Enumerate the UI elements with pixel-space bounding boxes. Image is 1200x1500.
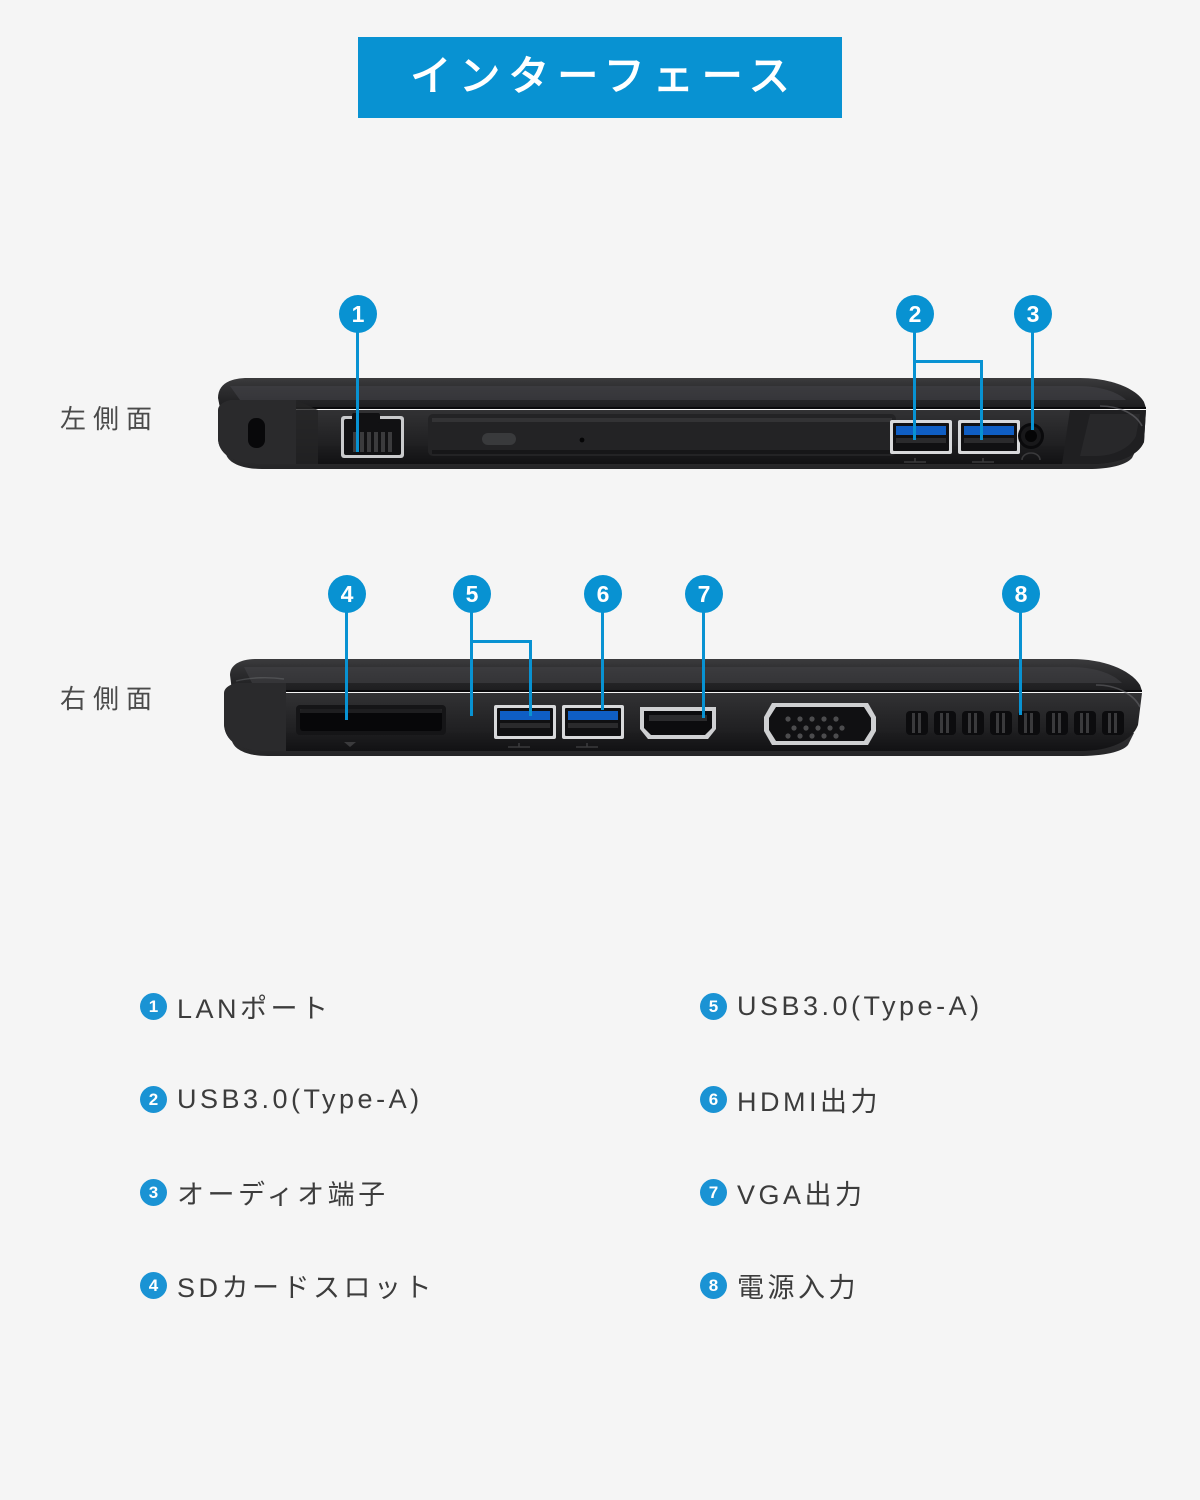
laptop-right-side-illustration: [200, 565, 1160, 765]
laptop-facet-left: [296, 400, 318, 464]
callout-leader-8: [1019, 610, 1022, 715]
legend-item-8: 8 電源入力: [700, 1239, 1200, 1332]
legend-number-8: 8: [700, 1272, 727, 1299]
usb3-port-left-b: [958, 420, 1020, 454]
legend-item-3: 3 オーディオ端子: [140, 1146, 700, 1239]
legend-label-2: USB3.0(Type-A): [177, 1084, 423, 1114]
usb-icon-left-b: [972, 458, 994, 463]
optical-drive: [428, 414, 896, 456]
optical-pinhole: [579, 437, 585, 443]
usb-icon-left-a: [904, 458, 926, 463]
callout-leader-2-branch-b: [980, 360, 983, 440]
legend-number-4: 4: [140, 1272, 167, 1299]
callout-leader-5-branch-b: [529, 640, 532, 716]
page-title: インターフェース: [358, 37, 842, 119]
callout-leader-4: [345, 610, 348, 720]
legend-item-6: 6 HDMI出力: [700, 1053, 1200, 1146]
lan-port: [341, 413, 404, 458]
callout-marker-4[interactable]: 4: [328, 575, 366, 613]
hdmi-port: [640, 707, 716, 739]
ventilation-grille: [906, 711, 1124, 735]
usb3-port-right-a: [494, 705, 556, 739]
usb3-port-right-b: [562, 705, 624, 739]
kensington-lock-slot: [248, 418, 265, 448]
laptop-left-corner-facet: [224, 683, 286, 751]
callout-marker-6[interactable]: 6: [584, 575, 622, 613]
vga-port: [764, 703, 876, 745]
callout-leader-5-stem: [470, 610, 473, 642]
laptop-base-strip: [232, 733, 1134, 756]
callout-leader-2-bracket: [913, 360, 983, 363]
legend-number-3: 3: [140, 1179, 167, 1206]
laptop-lid-highlight: [244, 667, 1122, 683]
legend-number-7: 7: [700, 1179, 727, 1206]
legend-item-1: 1 LANポート: [140, 960, 700, 1053]
callout-leader-6: [601, 610, 604, 710]
legend-item-7: 7 VGA出力: [700, 1146, 1200, 1239]
laptop-right-edge-light: [1095, 684, 1141, 708]
laptop-seam: [232, 690, 1142, 692]
callout-leader-7: [702, 610, 705, 718]
callout-marker-8[interactable]: 8: [1002, 575, 1040, 613]
callout-marker-2[interactable]: 2: [896, 295, 934, 333]
legend-label-5: USB3.0(Type-A): [737, 991, 983, 1021]
usb-icon-right-a: [508, 743, 530, 748]
legend-label-3: オーディオ端子: [177, 1180, 389, 1210]
laptop-left-edge-light: [235, 676, 285, 682]
legend-item-4: 4 SDカードスロット: [140, 1239, 700, 1332]
legend-item-2: 2 USB3.0(Type-A): [140, 1053, 700, 1146]
optical-eject-button: [482, 433, 516, 445]
legend-number-2: 2: [140, 1086, 167, 1113]
legend-number-1: 1: [140, 993, 167, 1020]
sd-card-slot: [296, 705, 446, 747]
laptop-seam: [220, 407, 1146, 409]
legend-number-5: 5: [700, 993, 727, 1020]
page-header: インターフェース: [0, 37, 1200, 119]
callout-leader-5-branch-a: [470, 640, 473, 716]
usb3-port-left-a: [890, 420, 952, 454]
legend-item-5: 5 USB3.0(Type-A): [700, 960, 1200, 1053]
laptop-lid-highlight: [230, 386, 1126, 400]
left-side-label: 左側面: [60, 404, 160, 434]
legend-label-6: HDMI出力: [737, 1087, 881, 1117]
laptop-right-edge-light: [1099, 405, 1143, 427]
callout-leader-2-branch-a: [913, 360, 916, 440]
port-legend: 1 LANポート 5 USB3.0(Type-A) 2 USB3.0(Type-…: [0, 960, 1200, 1332]
audio-jack: [1018, 423, 1044, 461]
legend-label-4: SDカードスロット: [177, 1273, 436, 1303]
callout-leader-5-bracket: [470, 640, 532, 643]
headphone-icon: [1021, 452, 1041, 461]
legend-label-8: 電源入力: [737, 1273, 859, 1303]
sd-card-icon: [344, 742, 356, 747]
usb-icon-right-b: [576, 743, 598, 748]
callout-leader-1: [356, 330, 359, 452]
legend-label-7: VGA出力: [737, 1180, 866, 1210]
callout-leader-2-stem: [913, 330, 916, 362]
legend-label-1: LANポート: [177, 994, 332, 1024]
callout-leader-3: [1031, 330, 1034, 430]
callout-marker-7[interactable]: 7: [685, 575, 723, 613]
legend-number-6: 6: [700, 1086, 727, 1113]
right-side-label: 右側面: [60, 684, 160, 714]
callout-marker-3[interactable]: 3: [1014, 295, 1052, 333]
laptop-right-corner-highlight: [1080, 414, 1140, 456]
laptop-right-side-svg: [224, 659, 1142, 756]
callout-marker-5[interactable]: 5: [453, 575, 491, 613]
callout-marker-1[interactable]: 1: [339, 295, 377, 333]
